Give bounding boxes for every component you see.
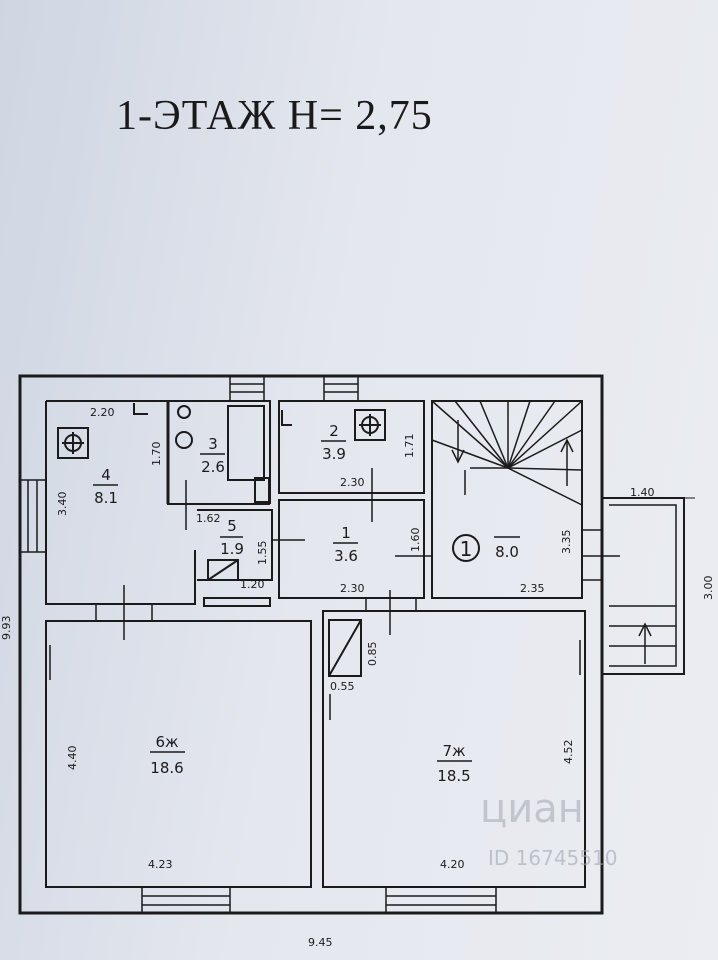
dim-1-40: 1.40 [630, 486, 655, 499]
dim-left-cut: 9.93 [0, 616, 13, 641]
dim-0-85: 0.85 [366, 642, 379, 667]
room-3-number: 3 [208, 435, 218, 453]
room-6-number: 6ж [155, 733, 178, 751]
dim-1-55: 1.55 [256, 541, 269, 566]
dim-2-20: 2.20 [90, 406, 115, 419]
dim-2-30-top: 2.30 [340, 476, 365, 489]
room-5-area: 1.9 [220, 540, 244, 558]
wall-room-1 [278, 499, 425, 599]
dim-4-40: 4.40 [66, 746, 79, 771]
dim-1-62: 1.62 [196, 512, 221, 525]
porch [601, 497, 685, 675]
dim-4-52: 4.52 [562, 740, 575, 765]
dim-0-55: 0.55 [330, 680, 355, 693]
shelf-fixture [203, 597, 271, 607]
wall-room-6 [45, 620, 312, 888]
dim-3-00: 3.00 [702, 576, 715, 601]
room-2-number: 2 [329, 422, 339, 440]
staircase [431, 400, 583, 506]
room-3-area: 2.6 [201, 458, 225, 476]
dim-1-60: 1.60 [409, 528, 422, 553]
wall-room-3 [168, 400, 271, 504]
dim-2-35: 2.35 [520, 582, 545, 595]
dim-3-40: 3.40 [56, 492, 69, 517]
room-7-area: 18.5 [437, 767, 470, 785]
room-4-area: 8.1 [94, 489, 118, 507]
room-7-number: 7ж [442, 742, 465, 760]
dim-1-20: 1.20 [240, 578, 265, 591]
dim-3-35: 3.35 [560, 530, 573, 555]
dim-4-20: 4.20 [440, 858, 465, 871]
dim-1-71: 1.71 [403, 434, 416, 459]
watermark-id: ID 16745510 [488, 846, 618, 870]
dim-2-30-bottom: 2.30 [340, 582, 365, 595]
stove-icon [57, 427, 89, 459]
room-6-area: 18.6 [150, 759, 183, 777]
sink-fixture [254, 477, 270, 503]
room-8-marker [452, 534, 480, 562]
room-8-area: 8.0 [495, 543, 519, 561]
room-1-area: 3.6 [334, 547, 358, 565]
watermark-brand: циан [480, 786, 584, 832]
floor-title: 1-ЭТАЖ Н= 2,75 [116, 93, 433, 139]
wall-room-8 [431, 400, 583, 599]
boiler-fixture [207, 559, 239, 581]
heater-icon [354, 409, 386, 441]
windows [19, 375, 497, 914]
dim-4-23: 4.23 [148, 858, 173, 871]
room-2-area: 3.9 [322, 445, 346, 463]
room-1-number: 1 [341, 524, 351, 542]
room-8-marker-label: 1 [460, 537, 473, 561]
bath-fixture [227, 405, 265, 481]
dim-9-45: 9.45 [308, 936, 333, 949]
wardrobe-fixture [328, 619, 362, 677]
room-4-number: 4 [101, 466, 111, 484]
wall-room-4 [45, 400, 270, 605]
room-5-number: 5 [227, 517, 237, 535]
dim-1-70: 1.70 [150, 442, 163, 467]
